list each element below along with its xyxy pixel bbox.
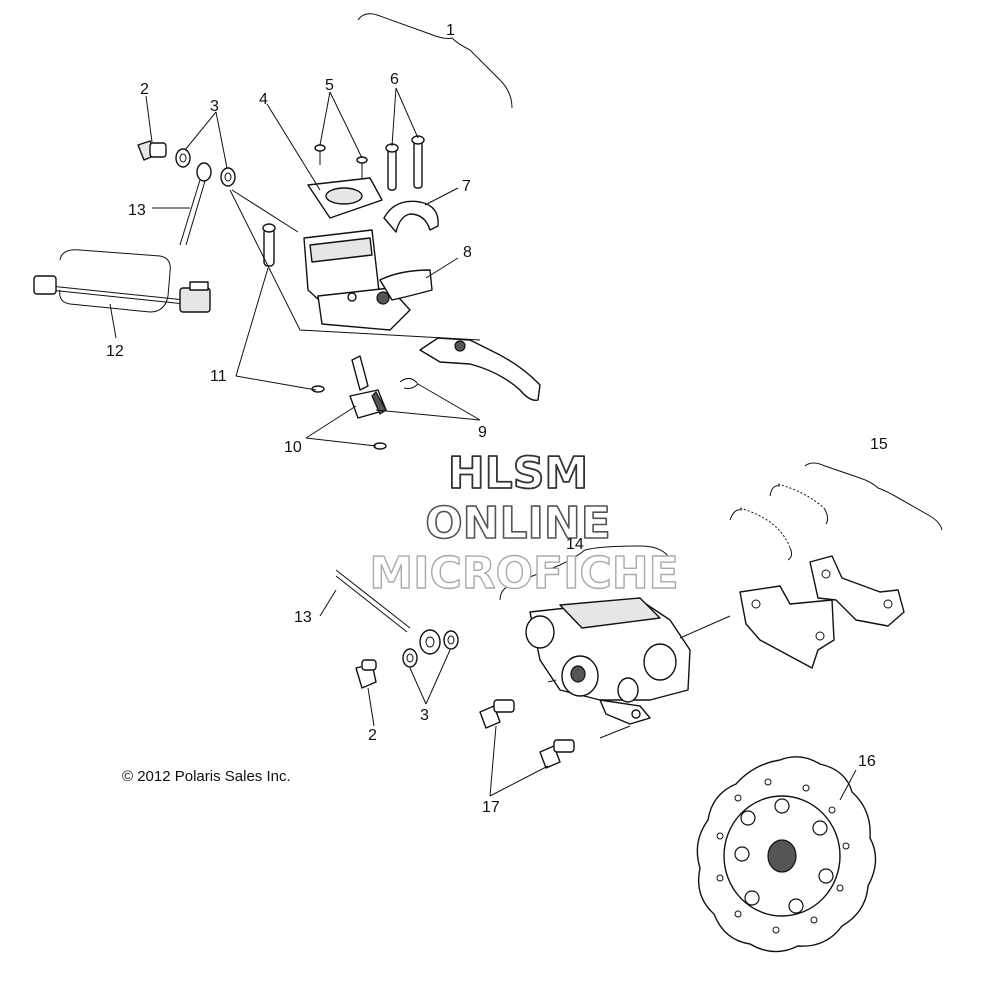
callout-17: 17 [482,799,500,816]
reservoir-screws [314,144,368,178]
banjo-bolt-upper [137,140,167,161]
callout-2-upper: 2 [140,81,149,98]
brake-line-lower [335,569,441,655]
brake-lever [399,337,541,401]
callout-8: 8 [463,244,472,261]
group-bracket-14 [499,545,669,601]
callout-14: 14 [566,536,584,553]
callout-3-lower: 3 [420,707,429,724]
callout-7: 7 [462,178,471,195]
callout-11: 11 [210,368,227,385]
callout-13-lower: 13 [294,609,312,626]
watermark-line1: HLSM [448,448,588,499]
callout-5: 5 [325,77,334,94]
brake-switch-block [349,355,387,450]
callout-3-upper: 3 [210,98,219,115]
group-bracket-15 [804,462,943,531]
pad-springs [729,483,829,561]
watermark: HLSM ONLINE MICROFICHE [369,447,680,600]
watermark-line3: MICROFICHE [369,548,678,599]
brake-line-upper [179,162,212,246]
lever-pivot-pin [262,223,325,393]
leader-lines [109,87,857,801]
callout-4: 4 [259,91,268,108]
banjo-bolt-lower [355,659,377,689]
crush-washers-upper [175,148,236,187]
callout-9: 9 [478,424,487,441]
brake-switch-harness [33,249,211,313]
callout-15: 15 [870,436,888,453]
callout-12: 12 [106,343,124,360]
brake-caliper [525,597,691,725]
clamp-bolts [385,135,425,191]
callout-1: 1 [446,22,455,39]
brake-pads [739,555,905,669]
master-cylinder-body [303,177,433,331]
callout-2-lower: 2 [368,727,377,744]
watermark-line2: ONLINE [425,498,611,549]
callout-10: 10 [284,439,302,456]
copyright-notice: © 2012 Polaris Sales Inc. [122,768,291,785]
caliper-mounting-bolts [479,699,575,769]
group-bracket-1 [357,13,513,109]
callout-13-upper: 13 [128,202,146,219]
crush-washers-lower [402,630,459,668]
brake-disc [696,756,877,953]
callout-6: 6 [390,71,399,88]
handlebar-clamp [383,200,439,233]
callout-16: 16 [858,753,876,770]
